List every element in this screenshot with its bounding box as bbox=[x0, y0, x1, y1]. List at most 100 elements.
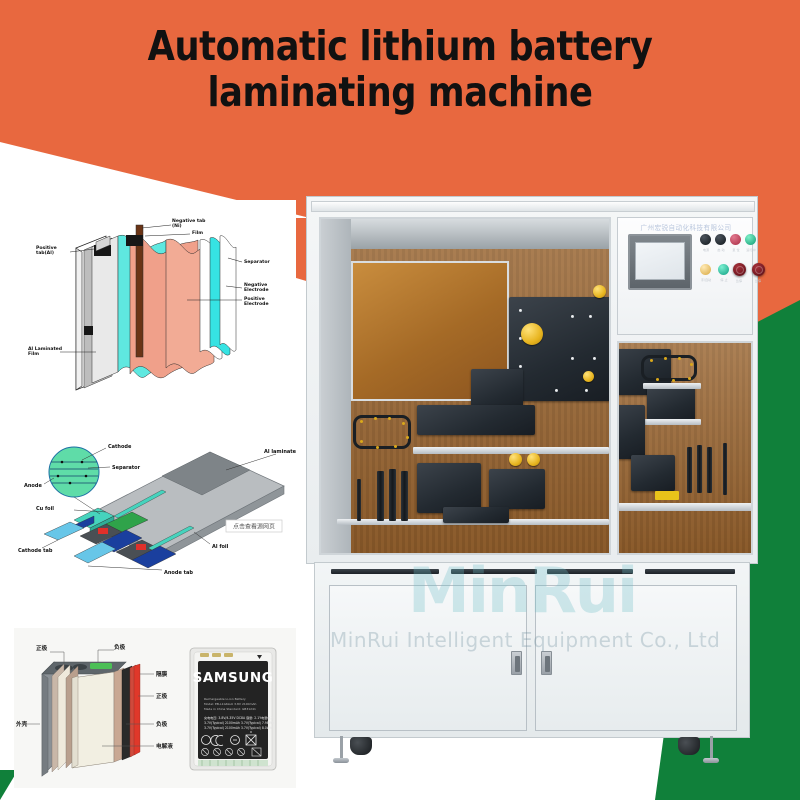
linear-rail bbox=[643, 419, 701, 425]
cabinet-vent bbox=[331, 569, 439, 574]
svg-text:Cathode: Cathode bbox=[108, 444, 132, 450]
vertical-rod bbox=[389, 469, 396, 521]
cabinet-door-left[interactable] bbox=[329, 585, 527, 731]
control-button-label: 启 动 bbox=[717, 248, 725, 252]
diagram-pouch-cell: Cathode Separator Anode Cu foil Cathode … bbox=[14, 424, 296, 614]
yellow-safety-block bbox=[655, 491, 679, 500]
svg-text:正极: 正极 bbox=[156, 692, 168, 700]
control-button-label: 复 位 bbox=[732, 248, 740, 252]
svg-text:tab(Al): tab(Al) bbox=[36, 250, 54, 256]
source-note-box: 点击查看源网页 bbox=[225, 519, 283, 533]
machinery-plate-lower bbox=[417, 463, 481, 513]
vertical-rod bbox=[707, 447, 712, 493]
machine-upper-frame: 广州宏锐自动化科技有限公司 电源 启 动 复 位 运行中 bbox=[306, 196, 765, 564]
control-button-label: 手/自动 bbox=[700, 278, 712, 282]
adjust-knob[interactable] bbox=[527, 453, 540, 466]
cable-chain bbox=[641, 355, 697, 382]
control-button-reset[interactable] bbox=[730, 234, 741, 245]
cabinet-vent bbox=[645, 569, 735, 574]
machinery-plate-lower bbox=[489, 469, 545, 509]
leveling-foot-pad bbox=[333, 758, 349, 763]
adjust-knob[interactable] bbox=[583, 371, 594, 382]
bay-ceiling bbox=[321, 219, 609, 249]
adjust-knob[interactable] bbox=[509, 453, 522, 466]
control-button-power[interactable] bbox=[700, 234, 711, 245]
laminating-machine: 广州宏锐自动化科技有限公司 电源 启 动 复 位 运行中 bbox=[306, 196, 765, 772]
vertical-rod bbox=[697, 445, 702, 493]
hmi-screen-display[interactable] bbox=[635, 242, 685, 280]
cabinet-vent bbox=[547, 569, 633, 574]
adjust-knob[interactable] bbox=[521, 323, 543, 345]
emergency-stop-button[interactable] bbox=[733, 263, 746, 276]
svg-text:3.7V(Typical) 2100mAh 3.7V(Ty: 3.7V(Typical) 2100mAh 3.7V(Typical) 8.0W… bbox=[204, 726, 272, 730]
control-button-label: 电源 bbox=[702, 248, 710, 252]
machine-right-bay bbox=[617, 341, 753, 555]
svg-text:Anode: Anode bbox=[24, 483, 42, 489]
svg-text:Cu foil: Cu foil bbox=[36, 506, 54, 512]
title-line-2: laminating machine bbox=[207, 67, 593, 116]
control-button-label: 急停 bbox=[735, 279, 743, 283]
svg-text:Made in China Standard: GB312: Made in China Standard: GB31241 bbox=[204, 707, 256, 711]
svg-text:电解液: 电解液 bbox=[156, 742, 173, 750]
cabinet-handle-right[interactable] bbox=[541, 651, 552, 675]
machinery-plate-right bbox=[619, 405, 645, 459]
svg-text:负极: 负极 bbox=[114, 643, 126, 651]
svg-text:Al Laminated: Al Laminated bbox=[28, 346, 62, 352]
svg-text:Rechargeable Li-ion Battery: Rechargeable Li-ion Battery bbox=[204, 697, 246, 701]
svg-text:Separator: Separator bbox=[112, 465, 141, 471]
svg-text:Positive: Positive bbox=[36, 245, 57, 251]
cabinet-handle-left[interactable] bbox=[511, 651, 522, 675]
diagram-battery-structure: 正极 负极 隔膜 正极 负极 电解液 外壳 SAMSUNG bbox=[14, 628, 296, 788]
svg-text:点击查看源网页: 点击查看源网页 bbox=[233, 523, 275, 531]
control-button-stop[interactable] bbox=[718, 264, 729, 275]
battery-structure-illustration: 正极 负极 隔膜 正极 负极 电解液 外壳 SAMSUNG bbox=[14, 628, 296, 788]
svg-text:Positive: Positive bbox=[244, 296, 265, 302]
svg-text:Al laminate film: Al laminate film bbox=[264, 449, 296, 455]
control-selector-manual-auto[interactable] bbox=[700, 264, 711, 275]
machine-top-rail bbox=[311, 201, 755, 212]
control-panel[interactable]: 广州宏锐自动化科技有限公司 电源 启 动 复 位 运行中 bbox=[617, 217, 765, 335]
vertical-rod bbox=[357, 479, 361, 521]
svg-text:Negative tab: Negative tab bbox=[172, 218, 206, 224]
svg-text:Anode tab: Anode tab bbox=[164, 570, 193, 576]
caster-wheel bbox=[678, 737, 700, 755]
cabinet-door-right[interactable] bbox=[535, 585, 737, 731]
svg-text:Cathode tab: Cathode tab bbox=[18, 548, 53, 554]
control-button-label: 急停 bbox=[754, 279, 762, 283]
svg-text:外壳: 外壳 bbox=[15, 720, 28, 728]
samsung-battery-photo: SAMSUNG Rechargeable Li-ion Battery Mode… bbox=[189, 647, 277, 771]
linear-rail bbox=[413, 447, 609, 454]
vertical-rod bbox=[401, 471, 408, 521]
machinery-plate-main bbox=[509, 297, 609, 401]
machinery-plate-right bbox=[647, 387, 695, 421]
svg-text:Film: Film bbox=[28, 351, 39, 357]
control-button-label: 停 止 bbox=[720, 278, 728, 282]
adjust-knob[interactable] bbox=[593, 285, 606, 298]
caster-wheel bbox=[350, 737, 372, 755]
svg-text:Negative: Negative bbox=[244, 282, 267, 288]
leveling-foot-pad bbox=[703, 758, 719, 763]
control-button-start[interactable] bbox=[715, 234, 726, 245]
emergency-stop-button[interactable] bbox=[752, 263, 765, 276]
svg-text:充电电压: 3.8V/4.35V DC8A 容量: 2.1: 充电电压: 3.8V/4.35V DC8A 容量: 2.1Y电量电子 bbox=[204, 715, 273, 720]
pouch-cell-illustration: Cathode Separator Anode Cu foil Cathode … bbox=[14, 424, 296, 614]
vertical-rod bbox=[723, 443, 727, 495]
cabinet-vent bbox=[451, 569, 537, 574]
svg-text:隔膜: 隔膜 bbox=[156, 670, 168, 678]
control-button-label: 运行中 bbox=[746, 248, 756, 252]
svg-text:Model: EB-L1G6LLU 3.8V 2100mA: Model: EB-L1G6LLU 3.8V 2100mAh bbox=[204, 702, 257, 706]
leveling-foot-stem bbox=[710, 736, 713, 760]
machine-base-block bbox=[443, 507, 509, 523]
bay-left-column bbox=[321, 219, 351, 553]
svg-text:Electrode: Electrode bbox=[244, 287, 269, 293]
control-button-grid: 电源 启 动 复 位 运行中 手/自动 停 止 急停 急停 bbox=[700, 234, 765, 300]
svg-text:负极: 负极 bbox=[156, 720, 168, 728]
vertical-rod bbox=[377, 471, 384, 521]
svg-text:Electrode: Electrode bbox=[244, 301, 269, 307]
page-title: Automatic lithium battery laminating mac… bbox=[0, 23, 800, 116]
svg-text:SAMSUNG: SAMSUNG bbox=[193, 670, 274, 686]
vertical-rod bbox=[687, 447, 692, 493]
hmi-touchscreen[interactable] bbox=[628, 234, 692, 290]
svg-text:正极: 正极 bbox=[36, 644, 48, 652]
